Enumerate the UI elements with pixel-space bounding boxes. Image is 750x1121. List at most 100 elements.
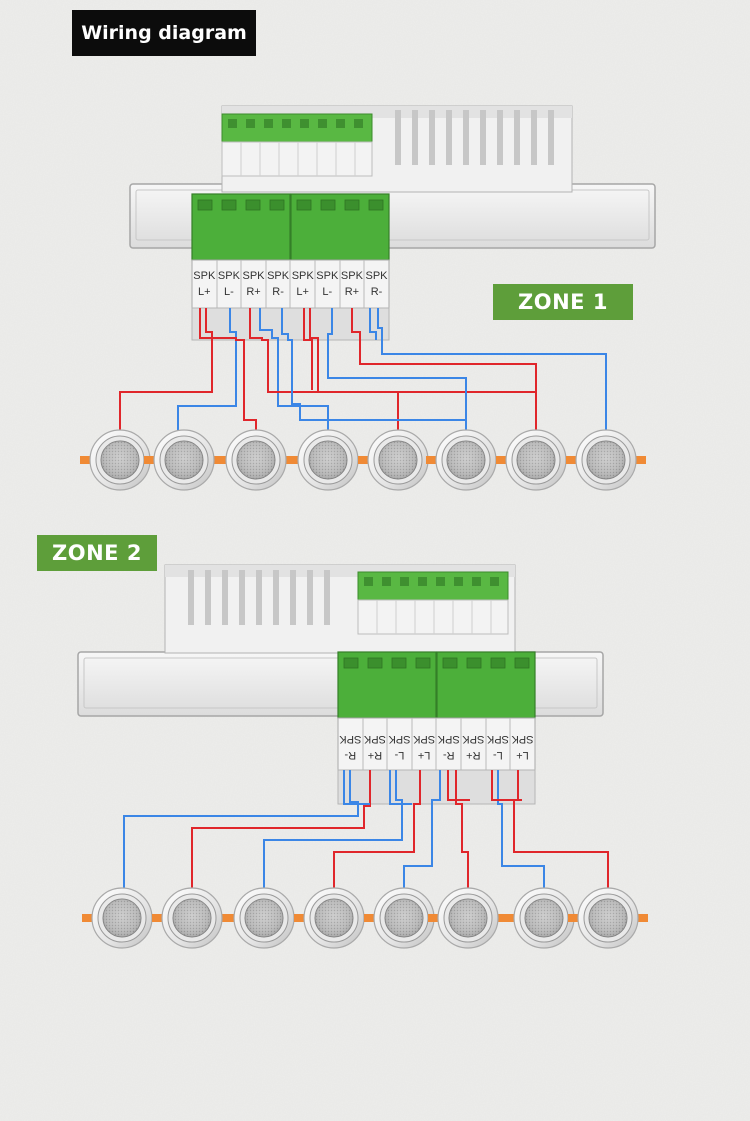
positive-wire	[513, 770, 609, 890]
ceiling-speaker	[288, 429, 368, 491]
negative-wire	[403, 770, 441, 890]
terminal-label-spk: SPK	[267, 270, 290, 282]
terminal-label-polarity: L-	[322, 286, 332, 298]
zone1-wires	[119, 308, 607, 432]
negative-wire	[377, 308, 607, 432]
terminal-label-polarity: L-	[493, 749, 503, 761]
cable-connector	[428, 914, 438, 922]
terminal-label-spk: SPK	[363, 733, 386, 745]
terminal-label-polarity: R+	[368, 749, 382, 761]
terminal-label-polarity: R+	[345, 286, 359, 298]
ceiling-speaker	[80, 429, 160, 491]
cable-connector	[504, 914, 514, 922]
ceiling-speaker	[82, 887, 162, 949]
cable-connector	[498, 914, 508, 922]
speaker-grill-shade	[165, 441, 203, 479]
negative-wire	[281, 308, 467, 432]
negative-wire	[259, 308, 329, 432]
terminal-label-spk: SPK	[437, 733, 460, 745]
terminal-label-polarity: R-	[443, 749, 455, 761]
ceiling-speaker	[426, 429, 506, 491]
positive-wire	[333, 770, 421, 890]
speaker-grill-shade	[103, 899, 141, 937]
speaker-grill-shade	[173, 899, 211, 937]
cable-connector	[568, 914, 578, 922]
terminal-label-polarity: R-	[272, 286, 284, 298]
terminal-label-polarity: L-	[394, 749, 404, 761]
speaker-grill-shade	[385, 899, 423, 937]
negative-wire	[497, 770, 545, 890]
terminal-label-spk: SPK	[218, 270, 241, 282]
positive-wire	[491, 770, 522, 801]
speaker-grill-shade	[315, 899, 353, 937]
ceiling-speaker	[294, 887, 374, 949]
terminal-label-spk: SPK	[511, 733, 534, 745]
ceiling-speaker	[568, 887, 648, 949]
ceiling-speaker	[428, 887, 508, 949]
speaker-grill-shade	[379, 441, 417, 479]
terminal-label-spk: SPK	[365, 270, 388, 282]
negative-wire	[389, 770, 412, 805]
terminal-label-polarity: R+	[466, 749, 480, 761]
zone2-speakers	[82, 887, 648, 949]
terminal-label-polarity: R+	[246, 286, 260, 298]
speaker-grill-shade	[447, 441, 485, 479]
ceiling-speaker	[216, 429, 296, 491]
speaker-grill-shade	[101, 441, 139, 479]
terminal-label-polarity: R-	[371, 286, 383, 298]
terminal-label-polarity: L+	[198, 286, 211, 298]
terminal-label-spk: SPK	[341, 270, 364, 282]
zone1-label: ZONE 1	[493, 284, 633, 320]
cable-connector	[358, 456, 368, 464]
cable-connector	[216, 456, 226, 464]
zone2-vents	[188, 570, 330, 625]
zone1-speakers	[80, 429, 646, 491]
terminal-label-spk: SPK	[486, 733, 509, 745]
terminal-label-polarity: L-	[224, 286, 234, 298]
negative-wire	[123, 770, 359, 890]
positive-wire	[199, 308, 257, 432]
terminal-label-spk: SPK	[339, 733, 362, 745]
speaker-grill-shade	[517, 441, 555, 479]
cable-connector	[638, 914, 648, 922]
speaker-grill-shade	[525, 899, 563, 937]
terminal-label-polarity: R-	[344, 749, 356, 761]
ceiling-speaker	[566, 429, 646, 491]
negative-wire	[327, 308, 467, 432]
cable-connector	[636, 456, 646, 464]
cable-connector	[364, 914, 374, 922]
terminal-label-spk: SPK	[388, 733, 411, 745]
positive-wire	[455, 770, 469, 890]
speaker-grill-shade	[237, 441, 275, 479]
terminal-label-polarity: L+	[296, 286, 309, 298]
speaker-grill-shade	[245, 899, 283, 937]
ceiling-speaker	[358, 429, 438, 491]
zone2-top-terminal-strip	[357, 571, 509, 601]
ceiling-speaker	[152, 887, 232, 949]
terminal-label-spk: SPK	[412, 733, 435, 745]
positive-wire	[447, 770, 470, 801]
cable-connector	[224, 914, 234, 922]
speaker-grill-shade	[587, 441, 625, 479]
terminal-label-spk: SPK	[316, 270, 339, 282]
ceiling-speaker	[224, 887, 304, 949]
cable-connector	[80, 456, 90, 464]
ceiling-speaker	[504, 887, 584, 949]
zone1-vents	[395, 110, 554, 165]
terminal-label-spk: SPK	[462, 733, 485, 745]
negative-wire	[343, 770, 370, 805]
zone2-wires	[123, 770, 609, 890]
terminal-label-polarity: L+	[516, 749, 529, 761]
speaker-grill-shade	[449, 899, 487, 937]
terminal-label-spk: SPK	[292, 270, 315, 282]
cable-connector	[288, 456, 298, 464]
cable-connector	[566, 456, 576, 464]
ceiling-speaker	[144, 429, 224, 491]
speaker-grill-shade	[589, 899, 627, 937]
negative-wire	[177, 308, 237, 432]
positive-wire	[351, 308, 537, 432]
ceiling-speaker	[496, 429, 576, 491]
